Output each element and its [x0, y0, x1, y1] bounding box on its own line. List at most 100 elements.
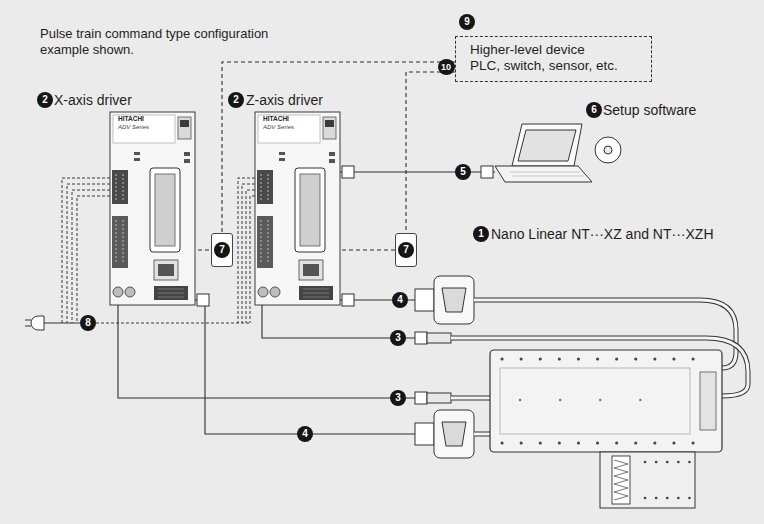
power-wiring	[238, 178, 255, 323]
callout-number: 5	[455, 164, 471, 180]
node-heading: Z-axis driver	[246, 92, 323, 108]
linear-stage-figure	[500, 368, 690, 434]
laptop-figure	[512, 124, 582, 166]
note-text: Pulse train command type configuration e…	[40, 26, 310, 58]
callout-number: 4	[297, 426, 313, 442]
callout-number: 1	[473, 226, 489, 242]
linear-stage-figure	[645, 461, 690, 464]
power-wiring	[72, 190, 110, 323]
brand-logo: HITACHI	[118, 115, 144, 123]
cable-line	[195, 300, 415, 434]
linear-stage-figure	[645, 497, 690, 500]
callout-number: 5	[455, 164, 471, 180]
callout-circle: 7	[214, 242, 230, 258]
callout-number: 10	[438, 59, 455, 75]
power-plug	[25, 320, 31, 321]
brand-logo: HITACHI	[263, 115, 289, 123]
stage-cables	[474, 432, 492, 437]
brand-logo: HITACHI	[263, 115, 289, 123]
power-wiring	[62, 178, 255, 323]
linear-stage-figure	[490, 350, 722, 452]
setup-pc: Setup software	[495, 100, 745, 190]
callout-number: 7	[214, 242, 230, 258]
callout-box: 7	[395, 233, 417, 267]
node-heading: X-axis driver	[54, 92, 132, 108]
power-plug	[25, 326, 31, 327]
driver-unit: Z-axis driver	[228, 92, 340, 305]
brand-logo: HITACHI	[118, 115, 144, 123]
brand-logo: ADV Series	[118, 124, 149, 131]
power-wiring	[77, 196, 110, 323]
callout-number: 3	[390, 330, 406, 346]
node-body: PLC, switch, sensor, etc.	[470, 58, 618, 74]
callout-number: 4	[297, 426, 313, 442]
cable-connectors	[427, 393, 451, 403]
callout-number: 7	[398, 242, 414, 258]
power-wiring	[246, 190, 255, 323]
callout-number: 9	[459, 14, 475, 30]
power-plug	[25, 316, 80, 330]
linear-stage-figure	[600, 452, 695, 508]
power-wiring	[67, 184, 110, 323]
power-plug	[44, 323, 80, 324]
cable-plug	[342, 166, 354, 178]
cable-connectors	[415, 392, 427, 404]
callout-number: 8	[80, 315, 96, 331]
callout-number: 2	[228, 92, 244, 108]
callout-number: 3	[390, 390, 406, 406]
callout-number: 4	[392, 292, 408, 308]
callout-circle: 7	[398, 242, 414, 258]
callout-number: 2	[37, 92, 53, 108]
driver-unit: X-axis driver	[38, 92, 195, 305]
stage-cables	[451, 397, 492, 400]
cable-connectors	[415, 423, 434, 445]
callout-box: 7	[211, 233, 233, 267]
cable-connectors	[442, 422, 466, 446]
callout-number: 4	[392, 292, 408, 308]
brand-logo: ADV Series	[118, 124, 149, 131]
note-text: Pulse train command type configuration e…	[40, 26, 310, 58]
power-wiring	[96, 323, 250, 324]
laptop-figure	[495, 124, 592, 182]
linear-stage: Nano Linear NT···XZ and NT···XZH	[415, 218, 760, 515]
software-disc	[595, 137, 621, 163]
power-wiring	[250, 196, 255, 323]
callout-number: 8	[80, 315, 96, 331]
cable-connectors	[427, 333, 451, 343]
laptop-figure	[495, 166, 592, 182]
stage-cables	[474, 433, 492, 436]
node-heading: Nano Linear NT···XZ and NT···XZH	[491, 226, 714, 242]
callout-number: 3	[390, 390, 406, 406]
stage-cables	[451, 396, 492, 401]
laptop-figure	[518, 130, 576, 161]
software-disc	[595, 137, 621, 163]
callout-number: 3	[390, 330, 406, 346]
laptop-figure	[513, 176, 584, 177]
software-disc	[604, 146, 612, 154]
cable-line	[118, 305, 415, 398]
callout-number: 10	[438, 59, 455, 75]
cable-connectors	[434, 410, 474, 458]
laptop-figure	[510, 172, 580, 173]
cable-plug	[342, 294, 354, 306]
linear-stage-figure	[502, 442, 712, 445]
cable-plug	[197, 294, 209, 306]
cable-connectors	[415, 276, 474, 458]
callout-number: 1	[473, 226, 489, 242]
linear-stage-figure	[700, 372, 716, 430]
node-heading: Higher-level device	[470, 42, 585, 58]
brand-logo: ADV Series	[263, 124, 294, 131]
callout-number: 2	[37, 92, 53, 108]
callout-number: 6	[586, 102, 602, 118]
linear-stage-figure	[502, 358, 712, 361]
device-box: Higher-level devicePLC, switch, sensor, …	[455, 36, 652, 82]
power-plug	[31, 316, 44, 330]
cable-line	[340, 171, 495, 172]
callout-number: 6	[586, 102, 602, 118]
signal-line	[195, 62, 455, 250]
servo-driver	[255, 112, 340, 305]
